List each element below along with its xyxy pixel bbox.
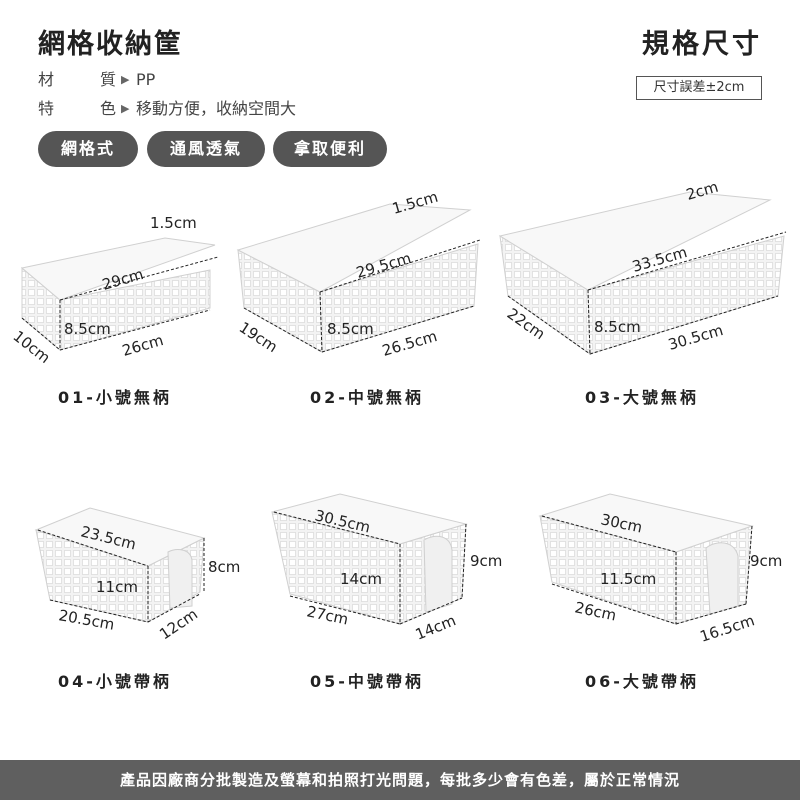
product-label-02: 02-中號無柄: [310, 388, 424, 407]
baskets-illustration: 1.5cm 29cm 8.5cm 26cm 10cm 1.5cm 29.5cm …: [10, 178, 787, 646]
tag-ventilated: 通風透氣: [147, 131, 265, 167]
product-label-03: 03-大號無柄: [585, 388, 699, 407]
dim-06-height: 9cm: [750, 552, 782, 570]
feature-key-1: 特: [38, 99, 55, 118]
tolerance-note: 尺寸誤差±2cm: [636, 76, 762, 100]
basket-05: 30.5cm 9cm 14cm 27cm 14cm: [271, 493, 502, 644]
dim-01-bottom-length: 26cm: [120, 331, 165, 360]
arrow-right-icon: ▶: [121, 73, 130, 86]
material-key-2: 質: [100, 70, 117, 89]
dim-06-width: 16.5cm: [698, 611, 757, 646]
dim-05-height: 9cm: [470, 552, 502, 570]
dim-01-rim: 1.5cm: [150, 214, 197, 232]
product-label-05: 05-中號帶柄: [310, 672, 424, 691]
feature-value: 移動方便，收納空間大: [136, 99, 297, 118]
dim-03-height: 8.5cm: [594, 318, 641, 336]
basket-02: 1.5cm 29.5cm 8.5cm 26.5cm 19cm: [236, 188, 481, 360]
basket-03: 2cm 33.5cm 8.5cm 30.5cm 22cm: [498, 178, 787, 355]
dim-06-width-line: 11.5cm: [600, 570, 656, 588]
product-title: 網格收納筐: [38, 29, 183, 60]
product-label-04: 04-小號帶柄: [58, 672, 172, 691]
spec-title: 規格尺寸: [642, 29, 762, 60]
basket-04: 23.5cm 8cm 11cm 20.5cm 12cm: [34, 507, 240, 643]
basket-01: 1.5cm 29cm 8.5cm 26cm 10cm: [10, 214, 219, 367]
product-label-06: 06-大號帶柄: [585, 672, 699, 691]
arrow-right-icon: ▶: [121, 102, 130, 115]
material-value: PP: [136, 70, 156, 89]
dim-05-width-line: 14cm: [340, 570, 382, 588]
dim-04-height: 8cm: [208, 558, 240, 576]
material-key-1: 材: [38, 70, 55, 89]
tag-easy-access: 拿取便利: [273, 131, 387, 167]
dim-04-width-line: 11cm: [96, 578, 138, 596]
basket-06: 30cm 9cm 11.5cm 26cm 16.5cm: [538, 493, 782, 646]
dim-02-height: 8.5cm: [327, 320, 374, 338]
product-label-01: 01-小號無柄: [58, 388, 172, 407]
tag-grid-style: 網格式: [38, 131, 138, 167]
color-disclaimer-footer: 產品因廠商分批製造及螢幕和拍照打光問題，每批多少會有色差，屬於正常情況: [0, 760, 800, 800]
feature-key-2: 色: [100, 99, 117, 118]
dim-01-height: 8.5cm: [64, 320, 111, 338]
